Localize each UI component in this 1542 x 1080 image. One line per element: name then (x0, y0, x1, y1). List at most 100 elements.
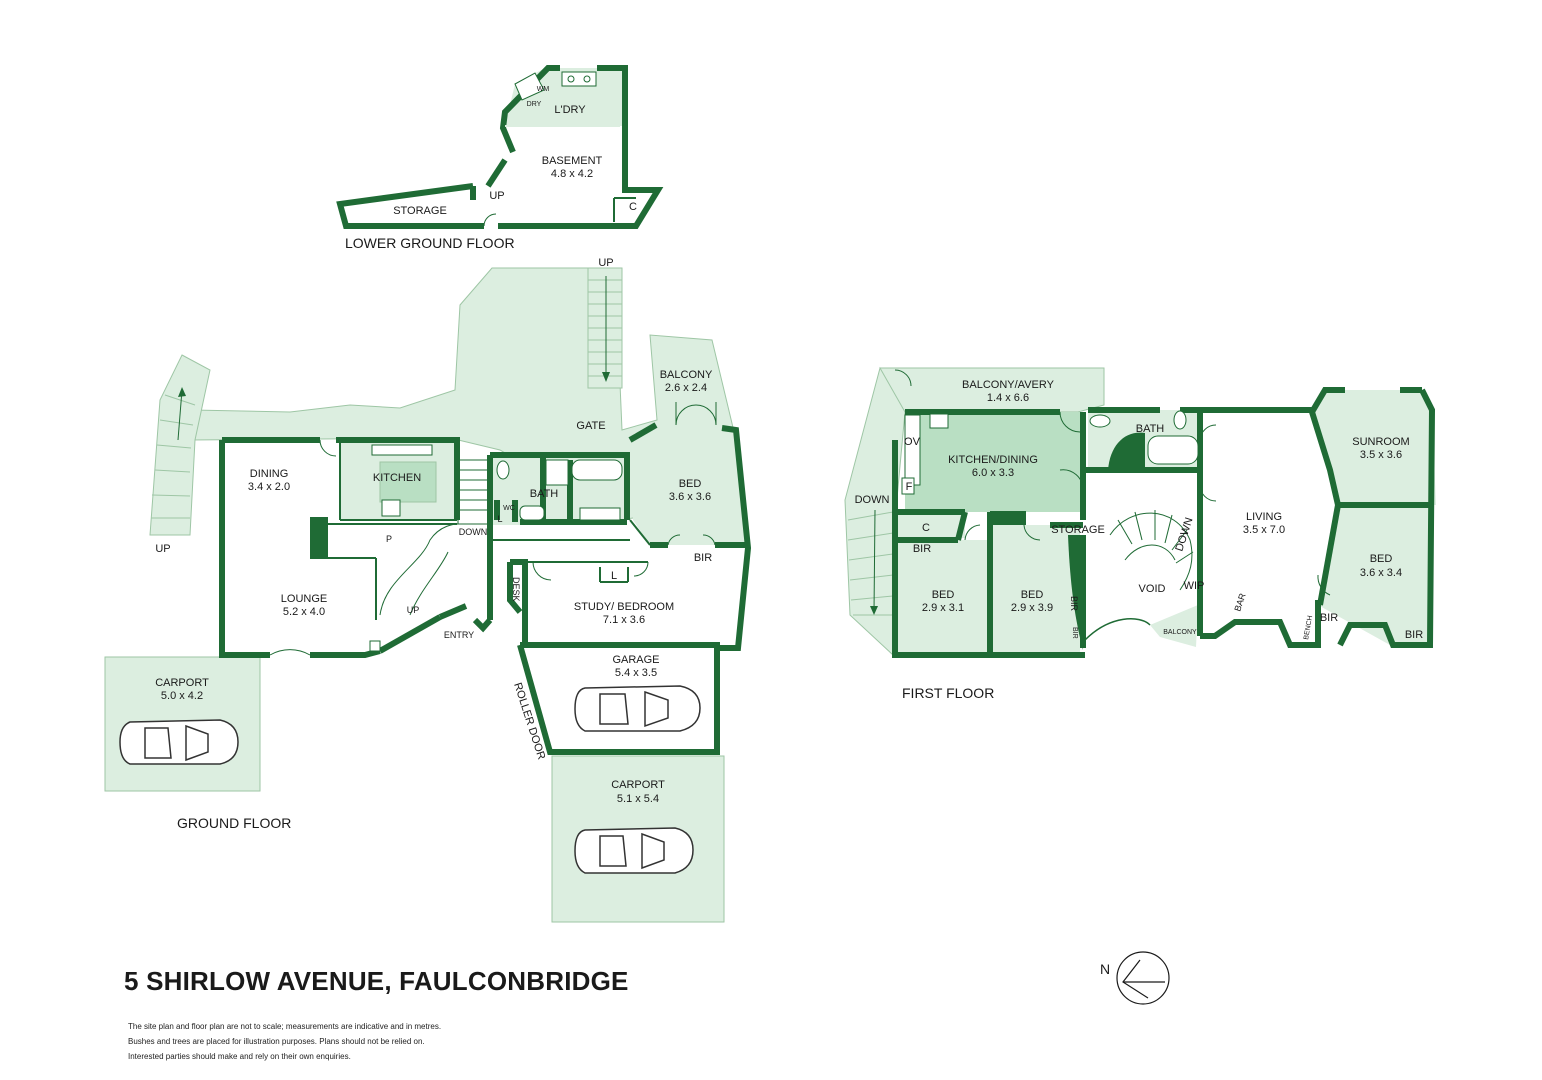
kitchen-dining-fill (905, 412, 1083, 512)
storage-wall (1068, 535, 1085, 650)
carport-bottom-label: CARPORT (611, 779, 665, 791)
void-stair (1109, 510, 1194, 591)
lounge-dim: 5.2 x 4.0 (283, 606, 325, 618)
bir-b-label: BIR (1071, 627, 1078, 639)
bed1-first-dim: 2.9 x 3.1 (922, 602, 964, 614)
bir-a-label: BIR (1069, 596, 1079, 612)
bed1-first-label: BED (932, 589, 955, 601)
up-label: UP (489, 190, 504, 202)
bir1-label: BIR (913, 543, 931, 555)
dining-dim: 3.4 x 2.0 (248, 481, 290, 493)
dry-label: DRY (527, 101, 542, 108)
living-dim: 3.5 x 7.0 (1243, 524, 1285, 536)
bir-d-label: BIR (1405, 629, 1423, 641)
up-top-label: UP (598, 257, 613, 269)
laundry-sink (561, 71, 597, 87)
internal-stair (379, 459, 489, 616)
pantry-label: P (386, 534, 392, 544)
bench-label: BENCH (1303, 615, 1314, 640)
gate-label: GATE (576, 420, 605, 432)
fridge-label: F (906, 481, 913, 493)
bed2-first-dim: 2.9 x 3.9 (1011, 602, 1053, 614)
storage-first-label: STORAGE (1051, 524, 1105, 536)
bir-label: BIR (694, 552, 712, 564)
bath-first-label: BATH (1136, 423, 1165, 435)
balcony-dim: 2.6 x 2.4 (665, 382, 707, 394)
north-arrow-icon: N (1100, 951, 1170, 1005)
carport-bottom-dim: 5.1 x 5.4 (617, 793, 659, 805)
balcony-avery-label: BALCONY/AVERY (962, 379, 1055, 391)
bed3-fill (1318, 505, 1432, 645)
wm-label: WM (537, 86, 550, 93)
balcony-avery-dim: 1.4 x 6.6 (987, 392, 1029, 404)
garage-dim: 5.4 x 3.5 (615, 667, 657, 679)
property-address: 5 SHIRLOW AVENUE, FAULCONBRIDGE (124, 966, 629, 996)
ground-floor: UP UP BALCONY 2.6 x 2.4 GATE DINING 3.4 … (104, 257, 752, 923)
study-label: STUDY/ BEDROOM (574, 601, 674, 613)
carport-left-label: CARPORT (155, 677, 209, 689)
bed1-fill (898, 540, 988, 652)
down-stair-label: DOWN (1173, 516, 1195, 553)
bir-c-label: BIR (1320, 612, 1338, 624)
storage-label: STORAGE (393, 205, 447, 217)
garden-left (149, 354, 211, 536)
bath-label: BATH (530, 488, 559, 500)
study-dim: 7.1 x 3.6 (603, 614, 645, 626)
down-left-label: DOWN (855, 494, 890, 506)
bed-dim: 3.6 x 3.6 (669, 491, 711, 503)
wc-label: WC (503, 505, 515, 512)
lower-ground-title: LOWER GROUND FLOOR (345, 235, 515, 251)
sunroom-label: SUNROOM (1352, 436, 1409, 448)
bath-tub-first (1108, 432, 1145, 470)
car-icon-carport-bottom (574, 827, 694, 874)
bed3-first-label: BED (1370, 553, 1393, 565)
bed3-first-dim: 3.6 x 3.4 (1360, 567, 1402, 579)
garage-label: GARAGE (612, 654, 659, 666)
first-title: FIRST FLOOR (902, 685, 994, 701)
void-label: VOID (1139, 583, 1166, 595)
left-deck-stairs (847, 511, 894, 616)
basement-dim: 4.8 x 4.2 (551, 168, 593, 180)
kitchen-dining-label: KITCHEN/DINING (948, 454, 1038, 466)
bed2-fill (992, 525, 1080, 652)
oven-label: OV (904, 436, 921, 448)
wip-label: WIP (1184, 580, 1205, 592)
cupboard-first-label: C (922, 522, 930, 534)
sunroom-dim: 3.5 x 3.6 (1360, 449, 1402, 461)
top-stairs (587, 267, 623, 389)
storage-fill (895, 512, 965, 538)
kitchen-dining-dim: 6.0 x 3.3 (972, 467, 1014, 479)
kitchen-bench (379, 461, 437, 503)
car-icon-carport-left (119, 719, 239, 765)
disclaimer-line: The site plan and floor plan are not to … (128, 1022, 442, 1031)
bar-label: BAR (1232, 591, 1247, 612)
carport-left-dim: 5.0 x 4.2 (161, 690, 203, 702)
left-stairs (151, 394, 196, 519)
basement-label: BASEMENT (542, 155, 603, 167)
study-linen-label: L (611, 570, 617, 582)
lower-ground-floor: WM DRY L'DRY BASEMENT 4.8 x 4.2 STORAGE … (336, 65, 664, 251)
bed-label: BED (679, 478, 702, 490)
up-inner-label: UP (407, 605, 420, 615)
small-balcony-label: BALCONY (1163, 629, 1197, 636)
kitchen-label: KITCHEN (373, 472, 421, 484)
disclaimer: The site plan and floor plan are not to … (128, 1019, 441, 1064)
dining-label: DINING (250, 468, 289, 480)
lounge-label: LOUNGE (281, 593, 327, 605)
washer-dryer (514, 72, 545, 101)
balcony-label: BALCONY (660, 369, 713, 381)
down-label: DOWN (459, 527, 488, 537)
basement-room (340, 128, 656, 226)
cupboard-label: C (629, 201, 637, 213)
first-floor: BALCONY/AVERY 1.4 x 6.6 OV F KITCHEN/DIN… (844, 366, 1436, 701)
disclaimer-line: Interested parties should make and rely … (128, 1052, 351, 1061)
entry-label: ENTRY (444, 630, 474, 640)
up-left-label: UP (155, 543, 170, 555)
disclaimer-line: Bushes and trees are placed for illustra… (128, 1037, 425, 1046)
linen-label: L (497, 514, 502, 524)
living-label: LIVING (1246, 511, 1282, 523)
sunroom-fill (1312, 390, 1436, 505)
desk-label: DESK (511, 577, 521, 602)
laundry-label: L'DRY (554, 104, 586, 116)
